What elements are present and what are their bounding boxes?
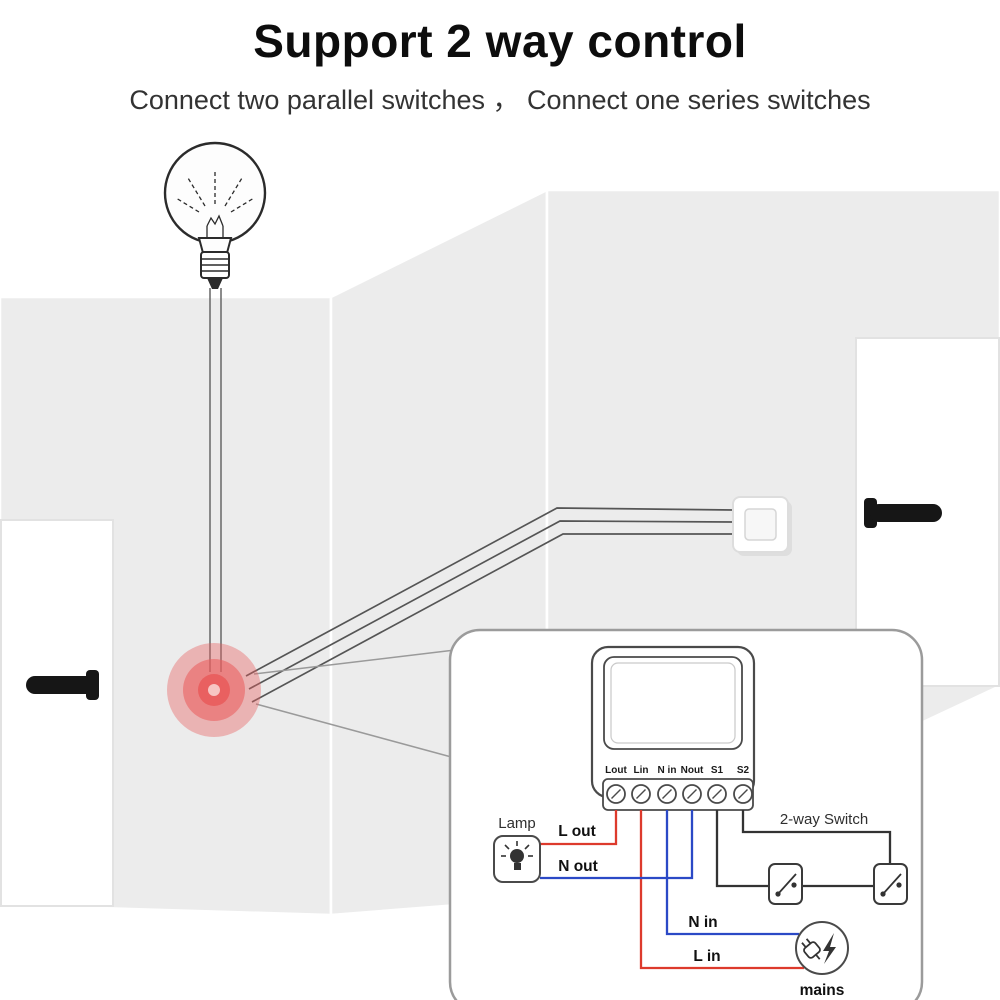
bulb-filament-rays [175,170,255,213]
door-left [0,519,114,907]
device-face [603,656,743,750]
two-way-switch-2 [873,863,908,905]
wire-n-in [665,810,799,936]
n-in-label: N in [688,914,717,931]
switch-1-box [768,863,803,905]
mains-circle [795,921,849,975]
door-left-handle [26,676,98,694]
n-out-label: N out [558,858,598,875]
terminal-label-lout: Lout [605,765,627,776]
wiring-panel-border [448,628,924,1000]
wall-switch-rocker [744,508,777,541]
l-in-label: L in [693,948,720,965]
door-left-panel [0,519,114,907]
terminal-screws [606,784,753,804]
wire-s1 [715,810,769,888]
bulb-cord [209,288,222,672]
two-way-switch-1 [768,863,803,905]
bulb-neck [197,237,233,254]
panel-wiring [540,810,892,970]
wire-l-out [540,810,618,846]
two-way-switch-label: 2-way Switch [780,811,868,828]
wire-s2 [741,810,892,864]
install-point-highlight [167,643,261,737]
terminal-label-nin: N in [658,765,677,776]
terminal-label-s1: S1 [711,765,724,776]
callout-lines [253,649,456,759]
lamp-icon-rays [501,841,533,857]
wiring-panel: Lout Lin N in Nout S1 S2 [448,628,924,1000]
highlight-core-dot [208,684,220,696]
l-out-label: L out [558,823,596,840]
door-right-handle [870,504,942,522]
door-right [855,337,1000,687]
lamp-icon [493,835,541,883]
device-face-inner [610,662,736,744]
smart-switch-device: Lout Lin N in Nout S1 S2 [590,645,756,811]
bulb-tip [207,278,223,289]
wall-switch [732,496,792,556]
in-wall-wires [245,507,734,703]
mains-icon [795,921,849,975]
switch-2-box [873,863,908,905]
mains-plug-glyph [801,938,821,960]
terminal-label-nout: Nout [681,765,704,776]
mains-bolt-icon [823,933,836,964]
mains-label: mains [800,982,845,999]
bulb-screw-threads [202,258,228,272]
lamp-icon-bulb [510,849,524,863]
terminal-label-lin: Lin [634,765,649,776]
wire-n-out [540,810,694,880]
page-title: Support 2 way control [253,15,747,67]
page-header: Support 2 way control Connect two parall… [0,0,1000,117]
light-bulb [163,141,267,289]
lamp-icon-base [514,863,521,870]
terminal-labels: Lout Lin N in Nout S1 S2 [605,765,749,776]
terminal-label-s2: S2 [737,765,750,776]
page-subtitle: Connect two parallel switches ， Connect … [129,85,871,115]
lamp-label: Lamp [498,815,536,832]
wire-l-in [639,810,804,970]
